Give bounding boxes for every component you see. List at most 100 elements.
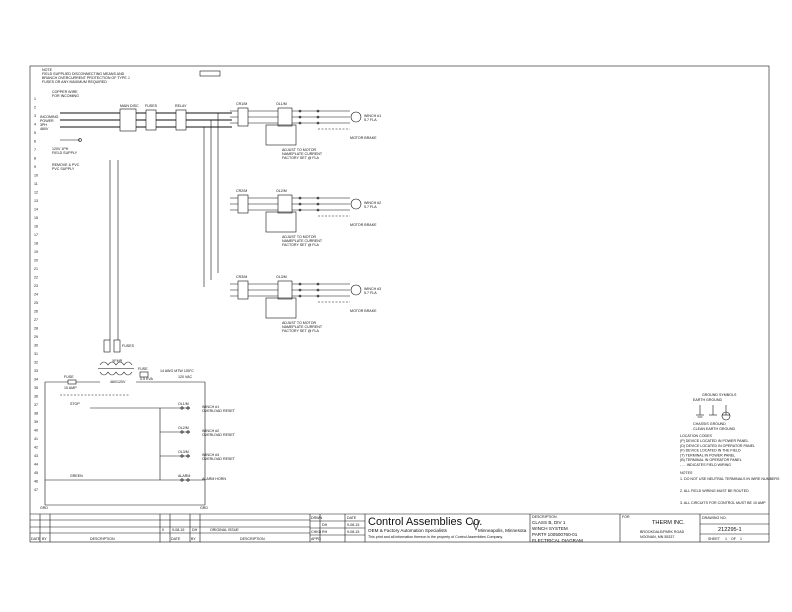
control-note-1: REMOVE & PVC: [52, 163, 80, 167]
notes-title: NOTES: [680, 471, 693, 475]
contactor-block: [237, 280, 249, 300]
contact-icon: [180, 406, 184, 410]
description-label: DESCRIPTION: [532, 515, 557, 519]
adjust-note: FACTORY SET @ FLA: [282, 329, 320, 333]
brake-box: [265, 124, 297, 146]
notes-header-3: BRANCH OVERCURRENT PROTECTION OF TYPE J: [42, 76, 130, 80]
overload-block: [277, 107, 293, 127]
company-tagline: OEM & Factory Automation Specialists: [368, 528, 448, 533]
line-number: 38: [34, 412, 38, 416]
rev-header-desc-2: DESCRIPTION: [240, 537, 265, 541]
line-number: 3: [34, 114, 36, 118]
drawing-label: DRAWING NO.: [702, 516, 727, 520]
line-number: 7: [34, 148, 36, 152]
checked-label: CHKD: [311, 530, 322, 534]
rev-header-desc: DESCRIPTION: [90, 537, 115, 541]
drawn-by: DH: [322, 523, 328, 527]
adjust-note: NAMEPLATE CURRENT: [282, 325, 323, 329]
contact-icon: [186, 478, 190, 482]
line-number: 34: [34, 378, 38, 382]
contact-icon: [180, 430, 184, 434]
line-number: 25: [34, 301, 38, 305]
ground-item-2: CHASSIS GROUND: [693, 422, 726, 426]
rung-right-label: OVERLOAD RESET: [202, 409, 236, 413]
rev-date: 9-08-15: [172, 528, 184, 532]
vac120-label: 120 VAC: [178, 375, 193, 379]
control-note-2: PVC SUPPLY: [52, 167, 75, 171]
line-number: 10: [34, 174, 38, 178]
line-number: 2: [34, 106, 36, 110]
motor-fla: 5.7 FLA: [364, 118, 377, 122]
line-number: 1: [34, 97, 36, 101]
company-logo-icon: [471, 519, 481, 531]
contactor-label: CR2/M: [236, 189, 247, 193]
rev-by: DH: [192, 528, 198, 532]
contact-icon: [180, 454, 184, 458]
line-number: 35: [34, 386, 38, 390]
notes-header-4: FUSES OR ANY MAXIMUM REQUIRED: [42, 80, 107, 84]
contact-icon: [186, 430, 190, 434]
brake-label: MOTOR BRAKE: [350, 309, 377, 313]
rung-left-label: STOP: [70, 402, 80, 406]
power-label-1: INCOMING: [40, 115, 59, 119]
contact-icon: [186, 406, 190, 410]
line-number: 13: [34, 199, 38, 203]
legend-item: - - - INDICATES FIELD WIRING: [680, 463, 731, 467]
xfmr-label: XFMR: [112, 359, 123, 363]
checked-by: RH: [322, 530, 328, 534]
line-number: 18: [34, 242, 38, 246]
contactor-block: [237, 107, 249, 127]
line-number: 32: [34, 361, 38, 365]
of-label: OF: [731, 537, 737, 541]
grd-right: GRD: [200, 506, 208, 510]
xfmr-fuses-label: FUSES: [122, 344, 135, 348]
line-number: 43: [34, 454, 38, 458]
relay-label: RELAY: [175, 104, 187, 108]
brake-label: MOTOR BRAKE: [350, 223, 377, 227]
wire-note: 14 AWG MTW 105°C: [160, 369, 194, 373]
power-label-3: 3PH: [40, 123, 47, 127]
adjust-note: ADJUST TO MOTOR: [282, 321, 316, 325]
scale-box: [199, 70, 221, 77]
legend-item: (P) DEVICE LOCATED IN POWER PANEL: [680, 439, 749, 443]
rung-left-label: GREEN: [70, 474, 83, 478]
ground-item-1: EARTH GROUND: [693, 398, 722, 402]
line-number: 42: [34, 446, 38, 450]
line-number: 33: [34, 369, 38, 373]
line-number: 9: [34, 165, 36, 169]
rev-header-by: BY: [42, 537, 47, 541]
main-power-bus: [60, 108, 232, 142]
customer-name: THERM INC.: [652, 520, 685, 526]
line-number: 19: [34, 250, 38, 254]
adjust-note: FACTORY SET @ FLA: [282, 243, 320, 247]
overload-label: OL3/M: [276, 275, 287, 279]
overload-block: [277, 194, 293, 214]
brake-label: MOTOR BRAKE: [350, 136, 377, 140]
ground-item-3: CLEAN EARTH GROUND: [693, 427, 735, 431]
line-number: 21: [34, 267, 38, 271]
line-number: 40: [34, 429, 38, 433]
legend-item: (T) TERMINAL IN POWER PANEL: [680, 453, 735, 457]
control-fuse-label: FUSE: [64, 375, 74, 379]
contactor-block: [237, 194, 249, 214]
drawing-number: 212295-1: [718, 527, 742, 533]
ground-symbols-title: GROUND SYMBOLS: [702, 393, 737, 397]
sheet-label: SHEET: [708, 537, 721, 541]
vertical-feeders: [109, 113, 219, 340]
company-name: Control Assemblies Co.: [368, 516, 482, 528]
ground-symbols: GROUND SYMBOLS EARTH GROUND CHASSIS GROU…: [693, 393, 737, 431]
rung-contact: OL1/M: [178, 402, 189, 406]
note-item: 2. ALL FIELD WIRING MUST BE ROUTED: [680, 489, 749, 493]
legend-title: LOCATION CODES: [680, 434, 712, 438]
motor-icon: [350, 198, 362, 210]
fuses-label: FUSES: [145, 104, 158, 108]
control-xfmr-kva: 0.5 KVA: [140, 377, 154, 381]
line-number: 41: [34, 437, 38, 441]
company-city: Minneapolis, Minnesota: [478, 528, 527, 533]
rung-contact: OL2/M: [178, 426, 189, 430]
